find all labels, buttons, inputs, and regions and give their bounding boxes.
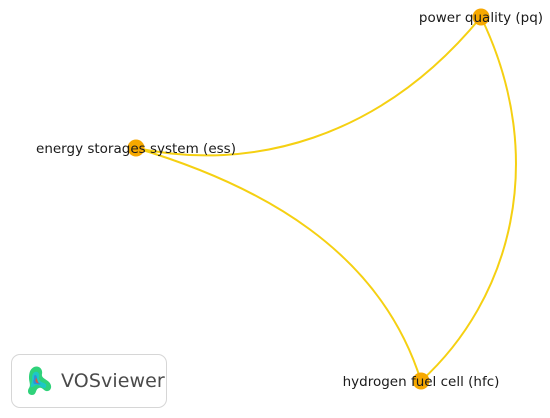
network-labels: energy storages system (ess) power quali… bbox=[36, 10, 543, 390]
edge-pq-hfc bbox=[420, 16, 517, 382]
vosviewer-logo-box[interactable]: VOSviewer bbox=[11, 354, 167, 408]
node-pq[interactable] bbox=[472, 8, 490, 26]
node-label-pq[interactable]: power quality (pq) bbox=[419, 10, 543, 26]
node-ess[interactable] bbox=[127, 139, 145, 157]
network-edges bbox=[135, 16, 517, 382]
vosviewer-logo-icon bbox=[28, 366, 52, 395]
node-hfc[interactable] bbox=[412, 372, 430, 390]
vosviewer-logo-text: VOSviewer bbox=[61, 370, 165, 392]
edge-ess-pq bbox=[135, 16, 482, 157]
network-nodes bbox=[127, 8, 490, 390]
node-label-hfc[interactable]: hydrogen fuel cell (hfc) bbox=[343, 374, 500, 390]
node-label-ess[interactable]: energy storages system (ess) bbox=[36, 141, 236, 157]
edge-ess-hfc bbox=[135, 147, 422, 382]
